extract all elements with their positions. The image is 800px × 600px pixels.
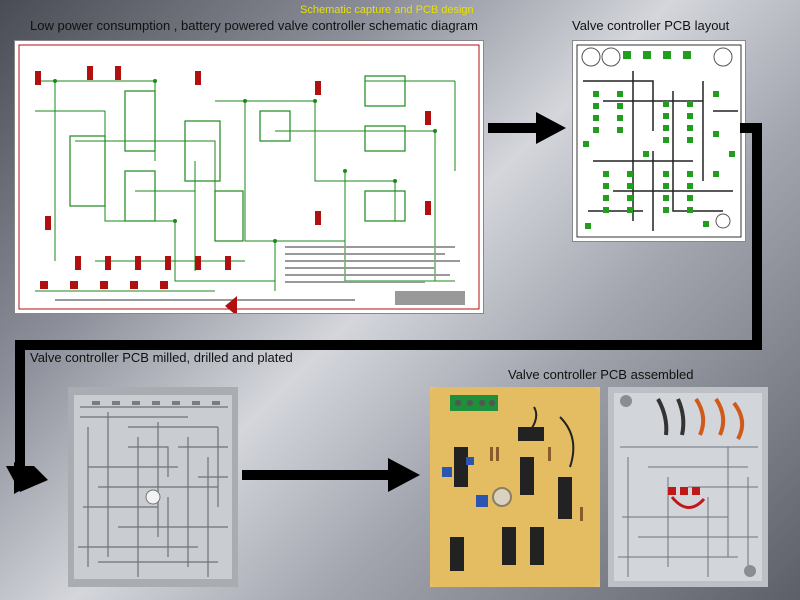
top-title: Schematic capture and PCB design (300, 4, 474, 16)
arrow-layout-to-milled (15, 123, 762, 470)
schematic-title: Low power consumption , battery powered … (30, 18, 478, 33)
pcb-assembled-solder-side-photo (608, 387, 768, 587)
arrow-milled-to-assembled (242, 458, 420, 492)
arrow-schematic-to-layout (488, 112, 566, 144)
pcb-milled-photo (68, 387, 238, 587)
pcb-layout-title: Valve controller PCB layout (572, 18, 730, 33)
schematic-diagram-image (14, 40, 484, 314)
pcb-assembled-title: Valve controller PCB assembled (508, 367, 694, 382)
pcb-milled-title: Valve controller PCB milled, drilled and… (30, 350, 293, 365)
pcb-layout-image (572, 40, 746, 242)
pcb-assembled-component-side-photo (430, 387, 600, 587)
